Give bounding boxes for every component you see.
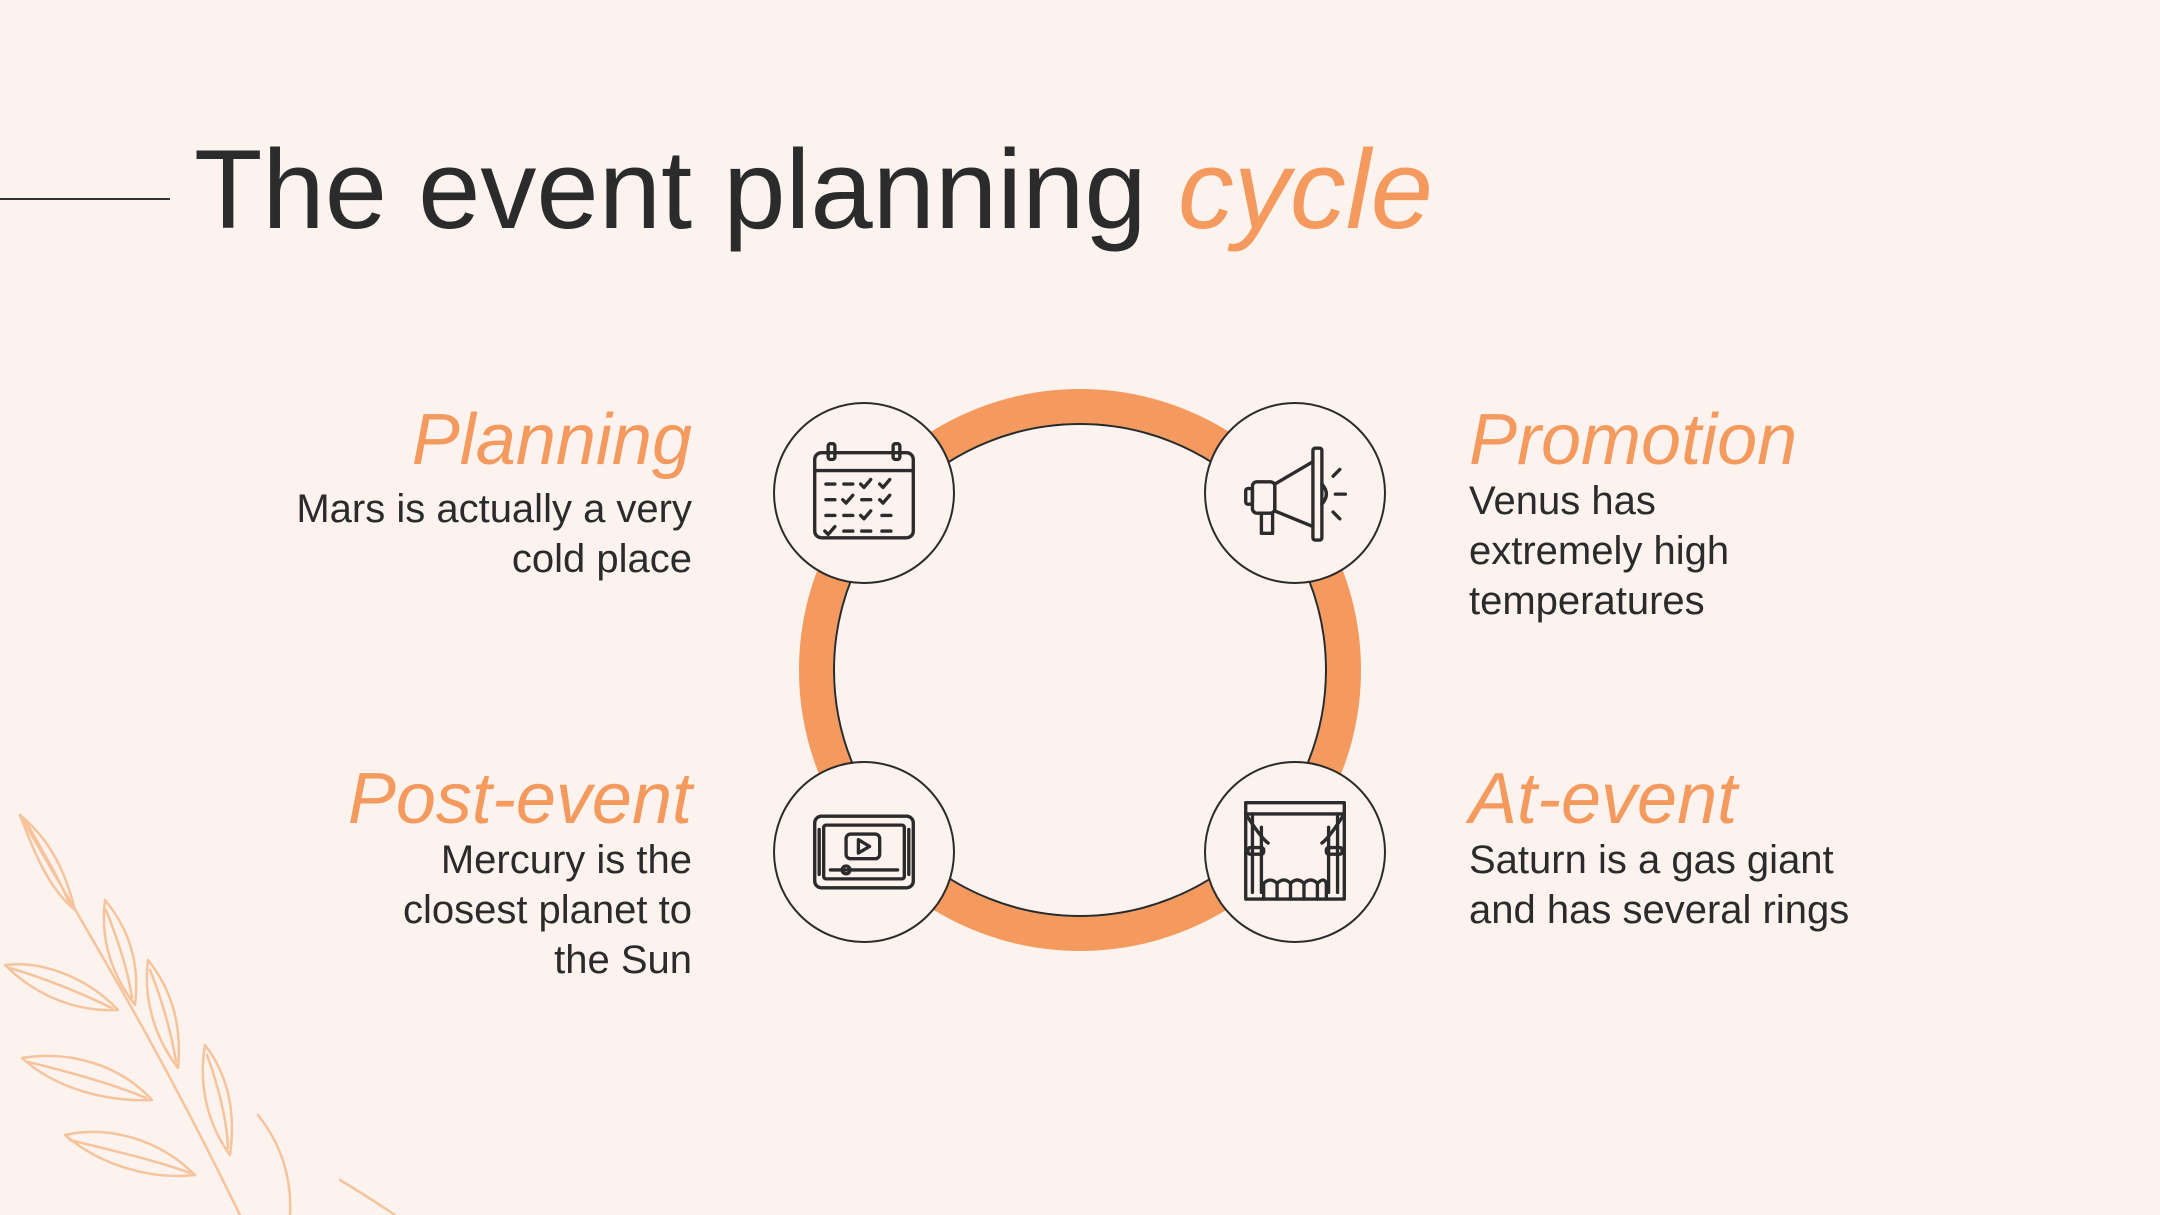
cycle-ring	[799, 389, 1361, 951]
calendar-icon	[813, 442, 915, 540]
video-player-icon	[813, 814, 915, 890]
title-main: The event planning	[194, 127, 1147, 252]
promotion-node	[1204, 402, 1386, 584]
title-rule	[0, 198, 170, 200]
megaphone-icon	[1244, 446, 1348, 542]
planning-node	[773, 402, 955, 584]
post-event-block: Post-event Mercury is the closest planet…	[252, 763, 692, 985]
at-event-text: Saturn is a gas giant and has several ri…	[1469, 838, 1850, 932]
at-event-heading: At-event	[1469, 759, 1738, 839]
post-event-node	[773, 761, 955, 943]
leaf-decoration	[3, 813, 397, 1215]
at-event-node	[1204, 761, 1386, 943]
stage-icon	[1244, 801, 1346, 901]
promotion-heading: Promotion	[1469, 400, 1798, 480]
at-event-block: At-event Saturn is a gas giant and has s…	[1469, 763, 1909, 935]
post-event-heading: Post-event	[347, 759, 692, 839]
planning-text: Mars is actually a very cold place	[296, 487, 692, 581]
planning-block: Planning Mars is actually a very cold pl…	[252, 404, 692, 584]
promotion-text: Venus has extremely high temperatures	[1469, 479, 1730, 623]
page-title: The event planning cycle	[194, 128, 1433, 251]
post-event-text: Mercury is the closest planet to the Sun	[402, 838, 692, 982]
title-accent: cycle	[1177, 127, 1434, 252]
promotion-block: Promotion Venus has extremely high tempe…	[1469, 404, 1909, 626]
planning-heading: Planning	[411, 400, 692, 480]
